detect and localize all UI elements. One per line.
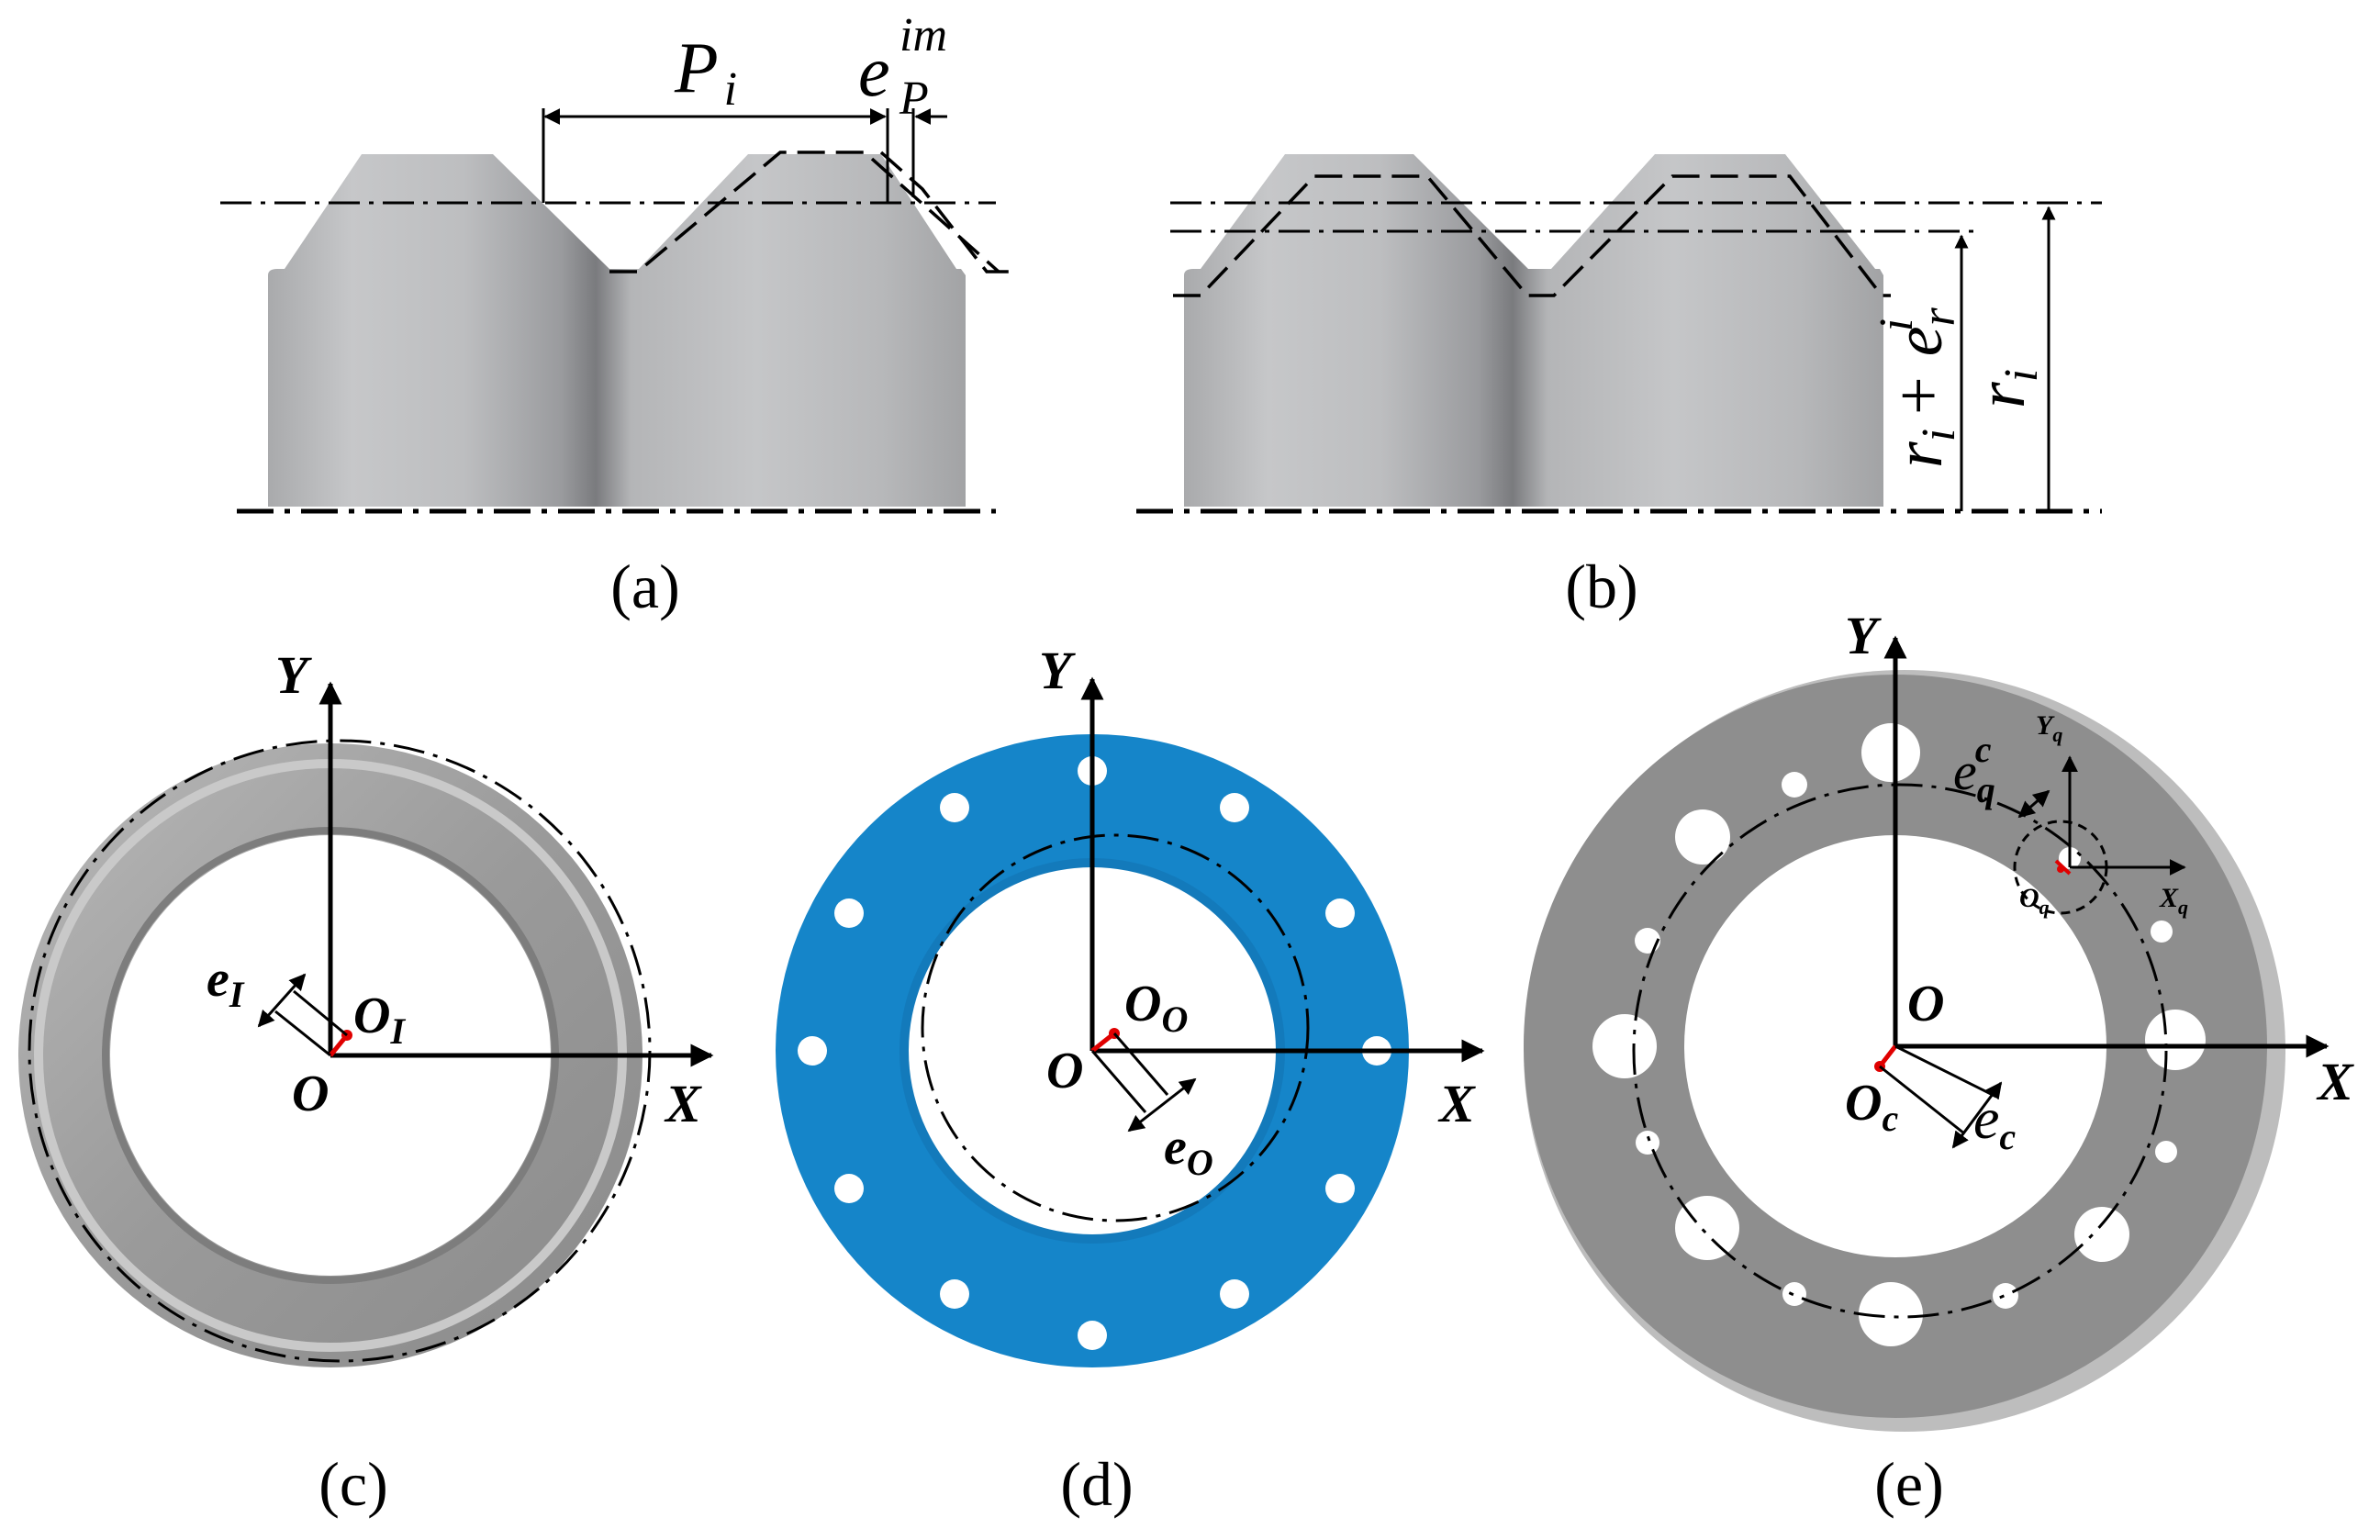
hole-y-label: Yq xyxy=(2036,710,2062,746)
bolt-hole xyxy=(1220,1279,1249,1309)
shifted-profile-a xyxy=(609,151,1000,273)
hole xyxy=(1861,723,1920,782)
hole xyxy=(1675,809,1730,865)
ecc-ext-2-e xyxy=(1879,1065,1965,1135)
radius-err-label: ri+ eri xyxy=(1871,307,1965,468)
hole xyxy=(1636,1131,1659,1155)
y-label-d: Y xyxy=(1039,641,1076,700)
hole xyxy=(1993,1283,2018,1309)
caption-b: (b) xyxy=(1565,552,1637,621)
panel-e: Y X O Oc ec eqc Oq Xq Yq (e) xyxy=(1524,606,2354,1519)
origin-label-c: O xyxy=(292,1066,329,1122)
x-label-c: X xyxy=(664,1074,702,1133)
gear-teeth-profile-b xyxy=(1184,154,1883,507)
panel-c: Y X O OI eI (c) xyxy=(18,645,714,1519)
bolt-hole xyxy=(1220,793,1249,822)
ecc-label-d: eO xyxy=(1164,1119,1213,1183)
hole xyxy=(2151,921,2173,943)
eccentric-circle-c xyxy=(28,739,652,1363)
hole-center-marker xyxy=(2057,865,2064,873)
y-label-c: Y xyxy=(275,645,312,705)
bolt-hole xyxy=(940,793,969,822)
hole-center-label: Oq xyxy=(2019,883,2050,919)
hole-ecc-dim xyxy=(2017,789,2050,819)
bolt-hole xyxy=(1078,1321,1107,1350)
hole xyxy=(1859,1282,1923,1346)
ecc-dim-c xyxy=(257,973,307,1028)
ecc-label-e: ec xyxy=(1973,1086,2016,1157)
bolt-hole xyxy=(798,1036,827,1066)
pitch-error-sup: im xyxy=(899,9,947,61)
center-label-c: OI xyxy=(353,988,406,1052)
hole xyxy=(2145,1010,2206,1070)
hole-ecc-label: eqc xyxy=(1953,729,1995,810)
ecc-label-c: eI xyxy=(207,951,245,1015)
ecc-dim-e xyxy=(1951,1081,2003,1149)
hole xyxy=(2074,1207,2129,1262)
hole-x-label: Xq xyxy=(2159,883,2188,919)
panel-b: ri ri+ eri (b) xyxy=(1136,154,2102,621)
bolt-holes-d xyxy=(798,756,1391,1350)
origin-label-e: O xyxy=(1907,976,1944,1032)
center-label-e: Oc xyxy=(1845,1075,1898,1139)
hole xyxy=(1782,1282,1806,1306)
ecc-dim-d xyxy=(1127,1077,1197,1133)
radius-label: ri xyxy=(1964,369,2048,408)
gear-teeth-profile-a xyxy=(268,154,966,507)
pitch-error-sub: P xyxy=(899,73,929,125)
holes-e xyxy=(1592,723,2206,1346)
bolt-hole xyxy=(834,1174,864,1203)
caption-c: (c) xyxy=(318,1449,387,1519)
eccentric-circle-d xyxy=(921,833,1310,1222)
bolt-hole xyxy=(1325,898,1355,928)
origin-label-d: O xyxy=(1046,1043,1083,1099)
radial-shift-profile-b xyxy=(1173,174,1891,297)
hole xyxy=(1592,1014,1657,1078)
caption-d: (d) xyxy=(1060,1449,1133,1519)
y-label-e: Y xyxy=(1845,606,1882,665)
bolt-hole xyxy=(834,898,864,928)
bolt-hole xyxy=(940,1279,969,1309)
pitch-error-label: e xyxy=(858,31,890,111)
hole xyxy=(1675,1196,1739,1260)
caption-e: (e) xyxy=(1874,1449,1943,1519)
x-label-e: X xyxy=(2316,1052,2354,1111)
panel-d: Y X O OO eO (d) xyxy=(776,641,1485,1519)
eccentric-circle-e xyxy=(1632,783,2168,1319)
caption-a: (a) xyxy=(610,552,679,621)
center-label-d: OO xyxy=(1124,976,1188,1040)
shifted-profile-a-tail xyxy=(879,151,1014,273)
hole xyxy=(2155,1141,2177,1163)
x-label-d: X xyxy=(1437,1074,1476,1133)
bolt-hole xyxy=(1325,1174,1355,1203)
hole xyxy=(1782,772,1807,798)
